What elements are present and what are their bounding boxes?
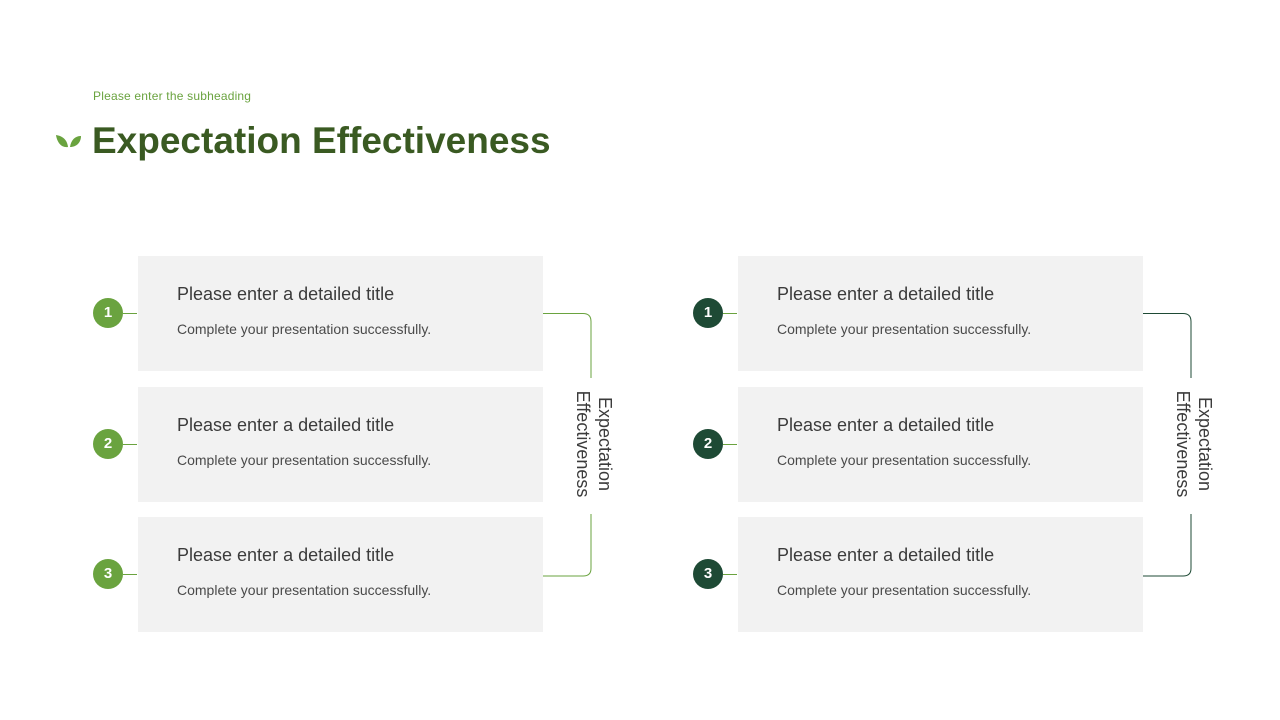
group-label: Expectation Effectiveness (573, 390, 615, 498)
card-text: Complete your presentation successfully. (177, 321, 432, 337)
number-badge: 2 (693, 429, 723, 459)
connector-tick (123, 574, 137, 575)
number-badge: 3 (93, 559, 123, 589)
connector-tick (123, 444, 137, 445)
group-label: Expectation Effectiveness (1173, 390, 1215, 498)
number-badge: 1 (93, 298, 123, 328)
card: Please enter a detailed title Complete y… (738, 256, 1143, 371)
subheading: Please enter the subheading (93, 89, 252, 103)
connector-tick (123, 313, 137, 314)
card: Please enter a detailed title Complete y… (138, 517, 543, 632)
card: Please enter a detailed title Complete y… (138, 387, 543, 502)
card-title: Please enter a detailed title (777, 415, 995, 435)
card-title: Please enter a detailed title (177, 284, 395, 304)
page-title: Expectation Effectiveness (92, 120, 551, 161)
card-title: Please enter a detailed title (777, 545, 995, 565)
card-text: Complete your presentation successfully. (777, 452, 1032, 468)
card-text: Complete your presentation successfully. (777, 321, 1032, 337)
card-title: Please enter a detailed title (177, 545, 395, 565)
card-title: Please enter a detailed title (777, 284, 995, 304)
card-text: Complete your presentation successfully. (777, 582, 1032, 598)
card: Please enter a detailed title Complete y… (138, 256, 543, 371)
card-title: Please enter a detailed title (177, 415, 395, 435)
number-badge: 1 (693, 298, 723, 328)
number-badge: 2 (93, 429, 123, 459)
leaf-icon (56, 135, 81, 148)
card-text: Complete your presentation successfully. (177, 452, 432, 468)
connector-tick (723, 313, 737, 314)
card: Please enter a detailed title Complete y… (738, 517, 1143, 632)
card: Please enter a detailed title Complete y… (738, 387, 1143, 502)
label-background (568, 378, 616, 514)
connector-tick (723, 574, 737, 575)
connector-tick (723, 444, 737, 445)
label-background (1168, 378, 1216, 514)
card-text: Complete your presentation successfully. (177, 582, 432, 598)
number-badge: 3 (693, 559, 723, 589)
